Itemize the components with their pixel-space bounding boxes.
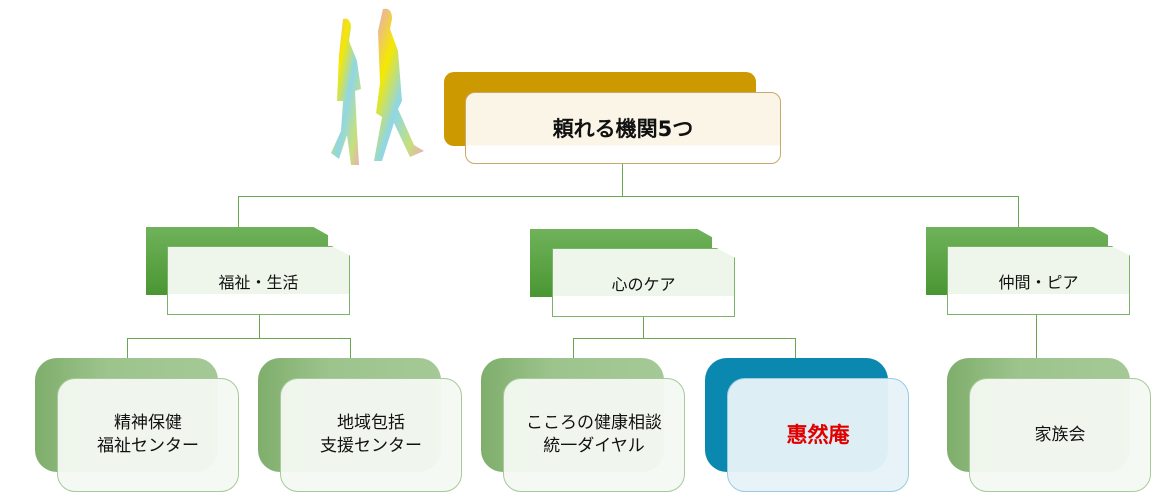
- walking-people-illustration: [331, 8, 424, 165]
- org-keizenan: 惠然庵: [727, 378, 909, 492]
- category-label: 心のケア: [611, 274, 676, 294]
- root-label: 頼れる機関5つ: [552, 117, 694, 141]
- category-label: 仲間・ピア: [998, 272, 1079, 292]
- connector: [350, 338, 351, 358]
- org-label: 地域包括 支援センター: [320, 413, 422, 456]
- connector: [238, 196, 1018, 197]
- category-peers: 仲間・ピア: [947, 246, 1130, 315]
- connector: [643, 317, 644, 338]
- connector: [573, 338, 795, 339]
- category-label: 福祉・生活: [218, 272, 299, 292]
- org-family-association: 家族会: [969, 378, 1151, 492]
- root-node: 頼れる機関5つ: [465, 92, 781, 164]
- category-welfare-life: 福祉・生活: [167, 246, 350, 315]
- connector: [622, 164, 623, 196]
- connector: [573, 338, 574, 358]
- org-community-support-center: 地域包括 支援センター: [280, 378, 462, 492]
- org-label: 惠然庵: [786, 422, 850, 447]
- connector: [259, 315, 260, 338]
- org-mental-health-hotline: こころの健康相談 統一ダイヤル: [503, 378, 685, 492]
- connector: [127, 338, 128, 358]
- org-label: 精神保健 福祉センター: [97, 413, 199, 456]
- connector: [127, 338, 350, 339]
- org-label: こころの健康相談 統一ダイヤル: [526, 413, 662, 456]
- org-mental-health-welfare-center: 精神保健 福祉センター: [57, 378, 239, 492]
- connector: [1018, 196, 1019, 228]
- connector: [795, 338, 796, 358]
- connector: [1036, 315, 1037, 358]
- category-mental-care: 心のケア: [552, 248, 735, 317]
- connector: [238, 196, 239, 228]
- org-label: 家族会: [1034, 424, 1086, 445]
